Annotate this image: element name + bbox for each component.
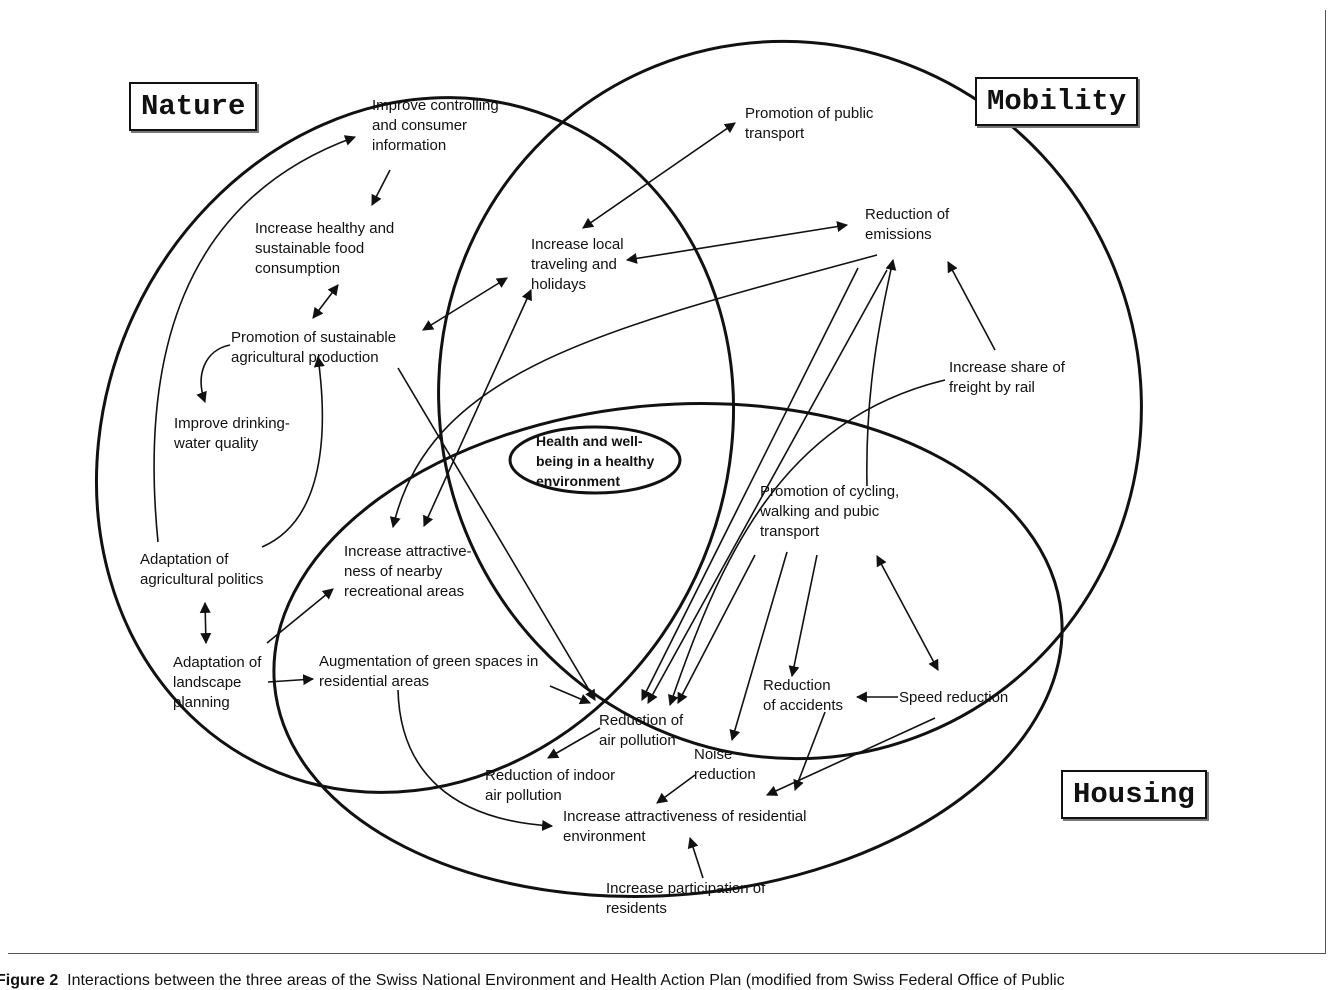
diagram-frame bbox=[8, 10, 1326, 954]
housing-ellipse bbox=[272, 402, 1064, 898]
caption-prefix: Figure 2 bbox=[0, 972, 59, 989]
node-increase-residential: Increase attractiveness of residential e… bbox=[563, 808, 807, 845]
arrow-adaptation-to-agricultural bbox=[261, 355, 325, 548]
arrow-public-transport-local bbox=[582, 122, 736, 229]
arrow-controlling-to-food bbox=[371, 169, 391, 206]
node-improve-drinking-water: Improve drinking- water quality bbox=[174, 415, 290, 452]
node-adaptation-agricultural-politics: Adaptation of agricultural politics bbox=[140, 551, 264, 588]
node-speed-reduction: Speed reduction bbox=[899, 689, 1009, 706]
nature-ellipse bbox=[94, 96, 736, 794]
node-reduction-air-pollution: Reduction of air pollution bbox=[599, 712, 684, 749]
arrow-adaptation-landscape bbox=[199, 601, 212, 645]
arrow-emissions-to-air-1 bbox=[641, 267, 859, 701]
arrow-green-to-residential bbox=[397, 689, 554, 831]
node-noise-reduction: Noise reduction bbox=[694, 746, 756, 783]
arrow-cycling-to-accidents bbox=[788, 554, 818, 678]
arrow-rail-to-air bbox=[668, 379, 946, 707]
figure-caption: Figure 2 Interactions between the three … bbox=[0, 972, 1334, 990]
arrow-accidents-to-residential bbox=[793, 711, 826, 792]
arrow-emissions-to-recreational bbox=[389, 254, 878, 529]
node-reduction-accidents: Reduction of accidents bbox=[763, 677, 844, 714]
nature-box: Nature bbox=[129, 82, 258, 131]
node-adaptation-landscape: Adaptation of landscape planning bbox=[173, 654, 262, 711]
node-promotion-cycling: Promotion of cycling, walking and pubic … bbox=[760, 483, 900, 540]
mobility-box: Mobility bbox=[975, 77, 1139, 126]
node-increase-freight-rail: Increase share of freight by rail bbox=[949, 359, 1065, 396]
arrow-landscape-to-recreational bbox=[266, 588, 334, 644]
node-increase-attractiveness-recreational: Increase attractive- ness of nearby recr… bbox=[344, 543, 472, 600]
arrow-rail-to-emissions bbox=[947, 261, 996, 351]
arrow-emissions-to-air-2 bbox=[647, 269, 888, 704]
node-augmentation-green: Augmentation of green spaces in resident… bbox=[319, 653, 539, 690]
arrow-participation-to-residential bbox=[687, 836, 704, 879]
node-promotion-public-transport: Promotion of public transport bbox=[745, 105, 874, 142]
mobility-ellipse bbox=[437, 39, 1143, 761]
arrow-noise-to-residential bbox=[656, 774, 696, 804]
arrow-food-agricultural bbox=[312, 284, 339, 319]
arrow-cycling-speed bbox=[876, 555, 939, 671]
arrow-adaptation-to-controlling bbox=[153, 135, 357, 543]
arrow-cycling-to-air bbox=[677, 554, 756, 704]
node-reduction-indoor: Reduction of indoor air pollution bbox=[485, 767, 616, 804]
arrow-green-to-air bbox=[549, 685, 592, 705]
arrow-local-recreational bbox=[423, 288, 532, 528]
center-label: Health and well- being in a healthy envi… bbox=[536, 433, 655, 489]
housing-box: Housing bbox=[1061, 770, 1207, 819]
arrow-air-to-indoor bbox=[547, 727, 601, 759]
arrow-landscape-to-green bbox=[267, 674, 315, 686]
arrow-cycling-to-noise bbox=[729, 551, 788, 742]
node-increase-healthy-food: Increase healthy and sustainable food co… bbox=[255, 220, 395, 277]
node-improve-controlling: Improve controlling and consumer informa… bbox=[372, 97, 499, 154]
caption-text: Interactions between the three areas of … bbox=[67, 972, 1065, 989]
arrow-speed-to-residential bbox=[766, 717, 936, 796]
arrow-agricultural-local bbox=[422, 277, 508, 331]
node-increase-local-traveling: Increase local traveling and holidays bbox=[531, 236, 624, 293]
arrow-cycling-to-emissions bbox=[866, 258, 897, 487]
node-promotion-agricultural: Promotion of sustainable agricultural pr… bbox=[231, 329, 397, 366]
node-reduction-emissions: Reduction of emissions bbox=[865, 206, 950, 243]
node-increase-participation: Increase participation of residents bbox=[606, 880, 766, 917]
arrow-agricultural-to-drinking bbox=[196, 344, 231, 404]
arrow-local-emissions bbox=[625, 221, 849, 264]
